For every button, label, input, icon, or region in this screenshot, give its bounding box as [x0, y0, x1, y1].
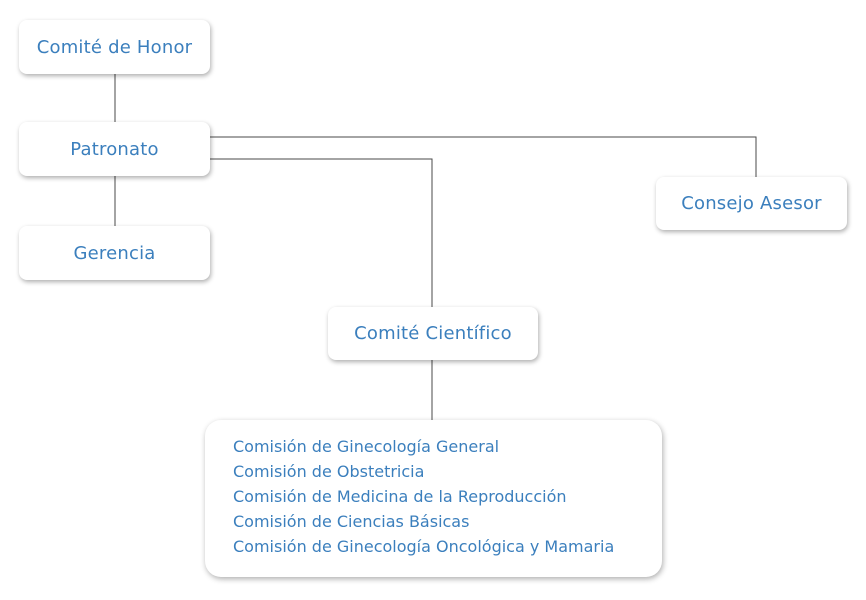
node-comisiones: Comisión de Ginecología General Comisión… [205, 420, 662, 577]
comision-item: Comisión de Ginecología General [233, 437, 500, 456]
connector-patronato-consejo [210, 136, 757, 177]
comision-item: Comisión de Ginecología Oncológica y Mam… [233, 537, 615, 556]
comision-item: Comisión de Medicina de la Reproducción [233, 487, 567, 506]
node-comite-de-honor: Comité de Honor [19, 20, 210, 74]
comision-item: Comisión de Ciencias Básicas [233, 512, 470, 531]
node-consejo-asesor: Consejo Asesor [656, 177, 847, 230]
connector-patronato-cientifico [210, 158, 433, 307]
comisiones-list: Comisión de Ginecología General Comisión… [233, 434, 662, 559]
node-patronato: Patronato [19, 122, 210, 176]
node-comite-cientifico: Comité Científico [328, 307, 538, 360]
node-gerencia: Gerencia [19, 226, 210, 280]
comision-item: Comisión de Obstetricia [233, 462, 425, 481]
